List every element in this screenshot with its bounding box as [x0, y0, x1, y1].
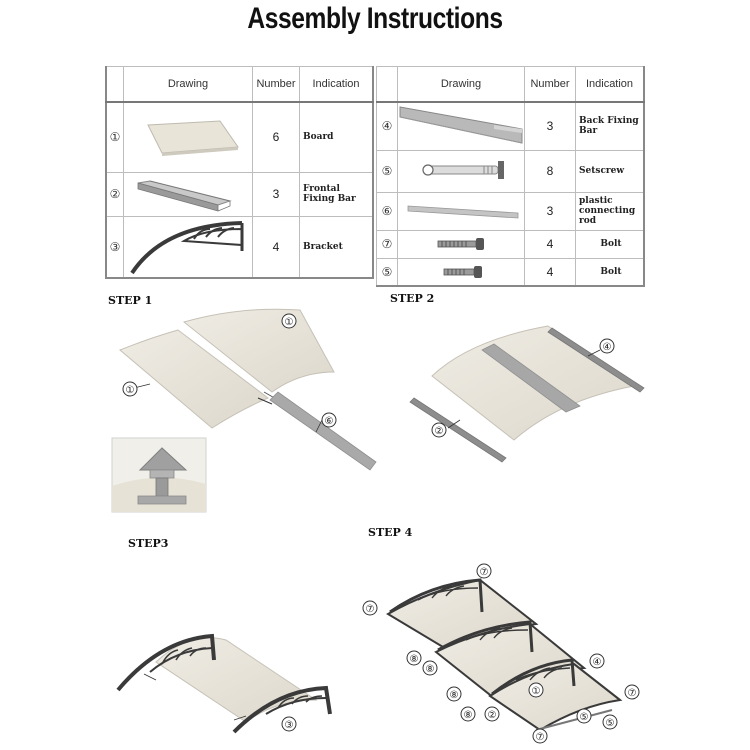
- header-number: Number: [252, 66, 300, 103]
- callout-circle: [431, 422, 447, 438]
- page-title: Assembly Instructions: [247, 2, 503, 35]
- callout-circle: [422, 660, 438, 676]
- table-row: ① 6 Board: [105, 101, 374, 173]
- header-indication: Indication: [299, 66, 374, 103]
- parts-table-left: Drawing Number Indication ① 6 Board ② 3 …: [105, 66, 374, 279]
- callout-circle: [476, 563, 492, 579]
- callout-label: ①: [285, 317, 294, 328]
- parts-table-right: Drawing Number Indication ④ 3 Back Fixin…: [376, 66, 645, 287]
- row-number: 4: [524, 229, 576, 259]
- callout-label: ⑤: [580, 712, 589, 723]
- callout-circle: [484, 706, 500, 722]
- step-1-label: STEP 1: [108, 294, 153, 307]
- table-row: ④ 3 Back Fixing Bar: [376, 101, 645, 151]
- row-indication: Back Fixing Bar: [575, 101, 645, 151]
- bolt-icon: [397, 229, 525, 259]
- callout-label: ⑧: [426, 664, 435, 675]
- table-header-row: Drawing Number Indication: [105, 66, 374, 103]
- callout-circle: [460, 706, 476, 722]
- step-4-illustration: ⑦ ⑦ ⑧ ⑧ ⑧ ⑧ ② ① ④ ⑦ ⑦ ⑤ ⑤: [362, 563, 640, 744]
- row-indication: Setscrew: [575, 149, 645, 193]
- callout-label: ⑧: [450, 690, 459, 701]
- back-fixing-bar-icon: [397, 101, 525, 151]
- callout-label: ⑦: [480, 567, 489, 578]
- row-indication: Frontal Fixing Bar: [299, 171, 374, 217]
- callout-circle: [281, 716, 297, 732]
- connector-detail-inset: [111, 437, 207, 513]
- step-1-illustration: ① ① ⑥: [119, 308, 377, 471]
- row-number: 3: [524, 191, 576, 231]
- header-drawing: Drawing: [397, 66, 525, 103]
- table-row: ② 3 Frontal Fixing Bar: [105, 171, 374, 217]
- row-indication: plastic connecting rod: [575, 191, 645, 231]
- callout-label: ⑦: [366, 604, 375, 615]
- callout-circle: [589, 653, 605, 669]
- step-3-illustration: ③: [116, 633, 332, 734]
- callout-label: ⑧: [410, 654, 419, 665]
- callout-circle: [281, 313, 297, 329]
- callout-label: ⑦: [536, 732, 545, 743]
- callout-label: ⑦: [628, 688, 637, 699]
- row-indication: Board: [299, 101, 374, 173]
- row-indication: Bolt: [575, 257, 645, 287]
- step-4-label: STEP 4: [368, 526, 413, 539]
- callout-circle: [362, 600, 378, 616]
- header-indication: Indication: [575, 66, 645, 103]
- row-number: 3: [252, 171, 300, 217]
- callout-circle: [446, 686, 462, 702]
- connecting-rod-icon: [397, 191, 525, 231]
- callout-circle: [576, 708, 592, 724]
- callout-label: ⑤: [606, 718, 615, 729]
- bracket-icon: [123, 215, 253, 279]
- table-row: ⑦ 4 Bolt: [376, 229, 645, 259]
- callout-circle: [321, 412, 337, 428]
- callout-circle: [528, 682, 544, 698]
- callout-circle: [624, 684, 640, 700]
- callout-label: ②: [488, 710, 497, 721]
- bolt-icon: [397, 257, 525, 287]
- row-number: 4: [252, 215, 300, 279]
- table-header-row: Drawing Number Indication: [376, 66, 645, 103]
- callout-label: ②: [435, 426, 444, 437]
- callout-circle: [122, 381, 138, 397]
- step-2-illustration: ④ ②: [409, 325, 645, 463]
- header-number: Number: [524, 66, 576, 103]
- callout-circle: [532, 728, 548, 744]
- row-number: 6: [252, 101, 300, 173]
- callout-label: ①: [532, 686, 541, 697]
- callout-label: ③: [285, 720, 294, 731]
- callout-label: ④: [603, 342, 612, 353]
- callout-circle: [406, 650, 422, 666]
- row-index: ⑤: [376, 257, 398, 287]
- step-2-label: STEP 2: [390, 292, 435, 305]
- row-indication: Bracket: [299, 215, 374, 279]
- row-indication: Bolt: [575, 229, 645, 259]
- table-row: ⑤ 4 Bolt: [376, 257, 645, 287]
- callout-circle: [602, 714, 618, 730]
- header-drawing: Drawing: [123, 66, 253, 103]
- callout-circle: [599, 338, 615, 354]
- step-3-label: STEP3: [128, 537, 169, 550]
- table-row: ③ 4 Bracket: [105, 215, 374, 279]
- callout-label: ①: [126, 385, 135, 396]
- table-row: ⑥ 3 plastic connecting rod: [376, 191, 645, 231]
- callout-label: ④: [593, 657, 602, 668]
- row-number: 3: [524, 101, 576, 151]
- callout-label: ⑥: [325, 416, 334, 427]
- callout-label: ⑧: [464, 710, 473, 721]
- row-number: 4: [524, 257, 576, 287]
